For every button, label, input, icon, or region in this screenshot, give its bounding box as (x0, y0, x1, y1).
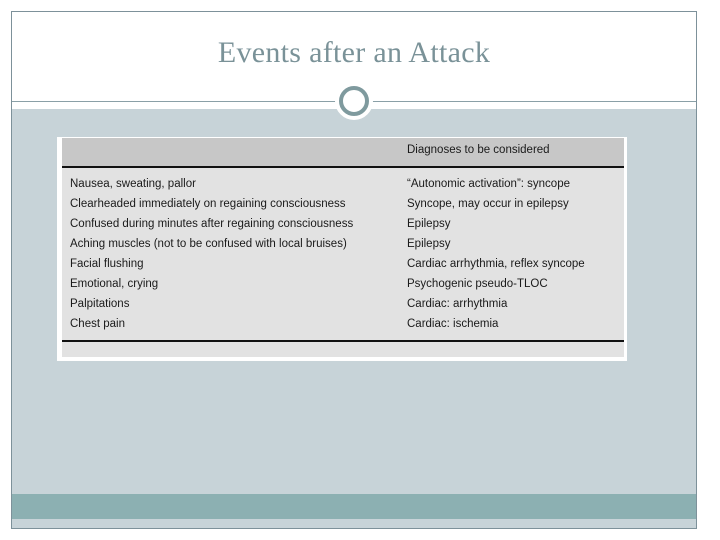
cell-diagnosis: Epilepsy (407, 238, 451, 250)
cell-symptom: Emotional, crying (70, 278, 159, 290)
cell-diagnosis: Cardiac: ischemia (407, 318, 499, 330)
table-row: Palpitations Cardiac: arrhythmia (62, 294, 624, 314)
slide-body: Diagnoses to be considered Nausea, sweat… (12, 109, 696, 528)
bottom-accent-bar (12, 494, 696, 519)
cell-symptom: Aching muscles (not to be confused with … (70, 238, 347, 250)
cell-diagnosis: Syncope, may occur in epilepsy (407, 198, 569, 210)
cell-symptom: Facial flushing (70, 258, 144, 270)
cell-symptom: Palpitations (70, 298, 130, 310)
cell-symptom: Clearheaded immediately on regaining con… (70, 198, 346, 210)
table-row: Confused during minutes after regaining … (62, 214, 624, 234)
table-header-row: Diagnoses to be considered (62, 138, 624, 168)
page-title: Events after an Attack (217, 36, 491, 69)
cell-symptom: Chest pain (70, 318, 125, 330)
diagnoses-table: Diagnoses to be considered Nausea, sweat… (62, 138, 624, 357)
table-row: Chest pain Cardiac: ischemia (62, 314, 624, 334)
cell-diagnosis: “Autonomic activation”: syncope (407, 178, 570, 190)
table-body-padding (62, 334, 624, 340)
table-row: Nausea, sweating, pallor “Autonomic acti… (62, 174, 624, 194)
cell-diagnosis: Psychogenic pseudo-TLOC (407, 278, 548, 290)
cell-symptom: Nausea, sweating, pallor (70, 178, 196, 190)
cell-diagnosis: Cardiac arrhythmia, reflex syncope (407, 258, 585, 270)
column-header-diagnoses: Diagnoses to be considered (407, 144, 550, 156)
cell-symptom: Confused during minutes after regaining … (70, 218, 354, 230)
cell-diagnosis: Epilepsy (407, 218, 451, 230)
table-row: Facial flushing Cardiac arrhythmia, refl… (62, 254, 624, 274)
table-row: Clearheaded immediately on regaining con… (62, 194, 624, 214)
circle-ornament-icon (335, 82, 373, 120)
diagnoses-table-figure: Diagnoses to be considered Nausea, sweat… (57, 137, 627, 361)
table-row: Aching muscles (not to be confused with … (62, 234, 624, 254)
slide: Events after an Attack Diagnoses to be c… (11, 11, 697, 529)
cell-diagnosis: Cardiac: arrhythmia (407, 298, 508, 310)
table-row: Emotional, crying Psychogenic pseudo-TLO… (62, 274, 624, 294)
table-body: Nausea, sweating, pallor “Autonomic acti… (62, 168, 624, 342)
